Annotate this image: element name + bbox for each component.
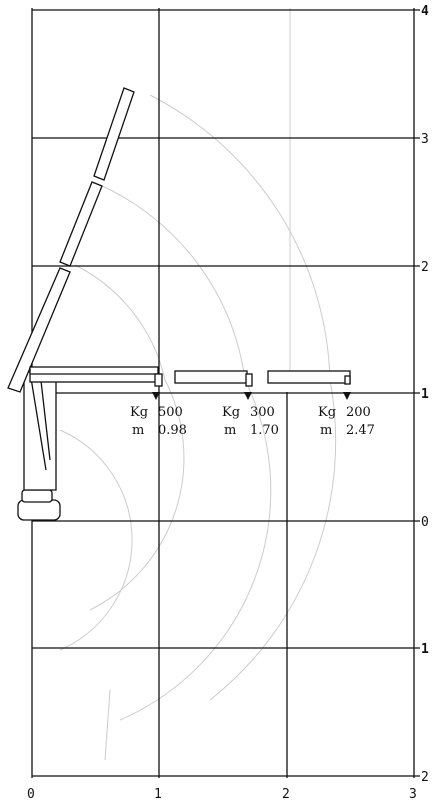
right-tick-6: 2 — [421, 770, 429, 785]
boom-ext-1 — [174, 370, 248, 384]
crane-column-strut — [29, 371, 51, 471]
reach-arc-inner — [74, 264, 185, 611]
cap1-m-value: 0.98 — [158, 423, 187, 438]
raised-boom-3 — [93, 87, 135, 181]
capacity-labels: Kg 500 m 0.98 Kg 300 m 1.70 Kg 200 m 2.4… — [130, 405, 375, 438]
cap1-kg-value: 500 — [158, 405, 183, 420]
right-tick-2: 2 — [421, 260, 429, 275]
crane-base-top — [21, 489, 53, 503]
right-tick-0: 4 — [421, 4, 429, 19]
right-axis-labels: 4 3 2 1 0 1 2 — [421, 4, 429, 785]
reach-arcs — [59, 8, 337, 761]
raised-boom-2 — [59, 181, 103, 267]
cap3-kg-value: 200 — [346, 405, 371, 420]
load-marker-3 — [343, 392, 351, 400]
bottom-tick-0: 0 — [27, 787, 35, 802]
cap1-kg-label: Kg — [130, 405, 148, 420]
cap2-m-value: 1.70 — [250, 423, 279, 438]
right-tick-3: 1 — [421, 387, 429, 402]
hook-3 — [344, 375, 351, 385]
bottom-tick-1: 1 — [154, 787, 162, 802]
bottom-tick-2: 2 — [282, 787, 290, 802]
load-marker-1 — [152, 392, 160, 400]
load-marker-2 — [244, 392, 252, 400]
cap1-m-label: m — [132, 423, 144, 438]
cap2-kg-label: Kg — [222, 405, 240, 420]
load-markers — [152, 392, 351, 400]
grid — [31, 8, 420, 778]
reach-arc-outer — [149, 94, 337, 701]
bottom-axis-labels: 0 1 2 3 — [27, 787, 417, 802]
cap3-m-label: m — [320, 423, 332, 438]
cap3-kg-label: Kg — [318, 405, 336, 420]
crane-base — [17, 499, 61, 521]
raised-boom-1 — [7, 267, 71, 393]
hook-2 — [245, 373, 253, 387]
cap2-kg-value: 300 — [250, 405, 275, 420]
cap3-m-value: 2.47 — [346, 423, 375, 438]
bottom-tick-3: 3 — [409, 787, 417, 802]
right-tick-1: 3 — [421, 132, 429, 147]
reach-arc-mid — [99, 184, 272, 721]
hook-1 — [154, 373, 163, 387]
reach-corner — [104, 689, 111, 761]
boom-ext-2 — [267, 370, 351, 384]
cap2-m-label: m — [224, 423, 236, 438]
right-tick-5: 1 — [421, 642, 429, 657]
reach-arc-small — [59, 429, 133, 651]
right-tick-4: 0 — [421, 515, 429, 530]
crane-drawing — [7, 87, 351, 521]
